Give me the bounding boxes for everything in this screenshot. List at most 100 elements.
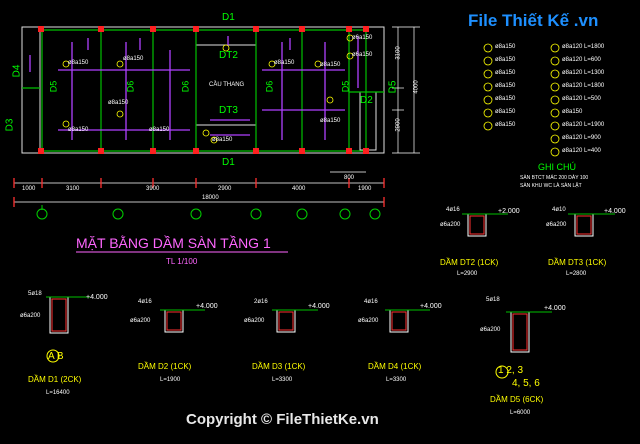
legend-item: ø8a120 L=500 [562, 96, 601, 102]
rebar-label: ø8a150 [274, 60, 295, 66]
section-name: DẦM DT3 (1CK) [548, 258, 607, 267]
note-title: GHI CHÚ [538, 162, 576, 172]
drawing-scale: TL 1/100 [166, 257, 198, 266]
section-top-bar: 4ø16 [446, 207, 460, 213]
section-top-bar: 2ø16 [254, 299, 268, 305]
section-stirrup: ø6a200 [244, 318, 265, 324]
section-name: DẦM D5 (6CK) [490, 395, 544, 404]
beam-label-d3: D3 [4, 118, 16, 132]
vbeam-label: D6 [180, 80, 191, 93]
rebar-label: ø8a150 [68, 127, 89, 133]
section-name: DẦM D2 (1CK) [138, 362, 192, 371]
right-dim: 2900 [395, 118, 402, 132]
section-tag: 1 2, 3 [498, 365, 524, 376]
legend-item: ø8a150 [495, 83, 516, 89]
section-stirrup: ø6a200 [480, 327, 501, 333]
note-line: SÀN KHU WC LÀ SÀN LẶT [520, 183, 582, 189]
section-level: +4.000 [196, 303, 218, 310]
logo: File Thiết Kế .vn [468, 11, 599, 30]
beam-label-d2: D2 [360, 95, 373, 106]
section-stirrup: ø6a200 [546, 222, 567, 228]
section-length: L=16400 [46, 390, 70, 396]
legend-item: ø8a150 [495, 109, 516, 115]
rebar-label: ø8a150 [108, 100, 129, 106]
section-top-bar: 4ø16 [138, 299, 152, 305]
section-length: L=3300 [272, 377, 293, 383]
bottom-dim: 4000 [292, 186, 306, 192]
bottom-dim: 2900 [218, 186, 232, 192]
note-line: SÀN BTCT MÁC 200 DÀY 100 [520, 175, 589, 181]
rebar-label: ø8a150 [320, 118, 341, 124]
plan-markers [62, 34, 354, 144]
section-top-bar: 5ø18 [486, 297, 500, 303]
legend-item: ø8a150 [495, 57, 516, 63]
vbeam-label: D5 [48, 80, 59, 93]
section-name: DẦM DT2 (1CK) [440, 258, 499, 267]
bottom-dim: 3900 [146, 186, 160, 192]
legend-item: ø8a120 L=1900 [562, 122, 605, 128]
axis-markers [36, 205, 381, 220]
section-name: DẦM D4 (1CK) [368, 362, 422, 371]
beam-label-top: D1 [222, 12, 235, 23]
vbeam-label: D5 [340, 80, 351, 93]
section-length: L=6000 [510, 410, 531, 416]
beam-label-bottom: D1 [222, 157, 235, 168]
drawing-title: MẶT BẰNG DẦM SÀN TẦNG 1 [76, 235, 271, 251]
section-name: DẦM D3 (1CK) [252, 362, 306, 371]
rebar-label: ø8a150 [123, 56, 144, 62]
rebar-label: ø8a150 [149, 127, 170, 133]
beam-lines [22, 29, 384, 152]
legend-item: ø8a150 [495, 70, 516, 76]
section-level: +4.000 [420, 303, 442, 310]
section-drawings [46, 213, 615, 379]
section-top-bar: 5ø18 [28, 291, 42, 297]
dim-800: 800 [344, 175, 355, 181]
legend-item: ø8a150 [495, 122, 516, 128]
right-dim: 4000 [413, 80, 420, 94]
section-level: +4.000 [544, 305, 566, 312]
bottom-dim: 1900 [358, 186, 372, 192]
legend-item: ø8a150 [562, 109, 583, 115]
stair-dt2: DT2 [219, 50, 238, 61]
legend-bubbles [483, 43, 560, 157]
rebar-label: ø8a150 [212, 137, 233, 143]
bottom-dimensions [14, 171, 384, 203]
stair-dt3: DT3 [219, 105, 238, 116]
section-stirrup: ø6a200 [130, 318, 151, 324]
section-length: L=3300 [386, 377, 407, 383]
section-level: +4.000 [604, 208, 626, 215]
stair-label: CẦU THANG [209, 82, 245, 88]
copyright: Copyright © FileThietKe.vn [186, 411, 379, 428]
legend-item: ø8a150 [495, 96, 516, 102]
legend-item: ø8a120 L=600 [562, 57, 601, 63]
bottom-dim: 3100 [66, 186, 80, 192]
bottom-dim: 1000 [22, 186, 36, 192]
section-level: +4.000 [308, 303, 330, 310]
beam-label-d4: D4 [11, 64, 23, 78]
legend-item: ø8a120 L=1800 [562, 44, 605, 50]
section-level: +2.000 [498, 208, 520, 215]
rebar-lines [29, 36, 359, 140]
section-length: L=2900 [457, 271, 478, 277]
rebar-label: ø6a150 [352, 52, 373, 58]
section-top-bar: 4ø10 [552, 207, 566, 213]
total-dim: 18000 [202, 195, 219, 201]
rebar-label: ø6a150 [352, 35, 373, 41]
section-top-bar: 4ø16 [364, 299, 378, 305]
section-length: L=2800 [566, 271, 587, 277]
rebar-label: ø8a150 [68, 60, 89, 66]
section-tag: A B [48, 351, 64, 362]
legend-item: ø8a120 L=900 [562, 135, 601, 141]
legend-item: ø8a120 L=400 [562, 148, 601, 154]
section-stirrup: ø6a200 [440, 222, 461, 228]
vbeam-label: D6 [125, 80, 136, 93]
section-stirrup: ø6a200 [358, 318, 379, 324]
section-stirrup: ø6a200 [20, 313, 41, 319]
section-level: +4.000 [86, 294, 108, 301]
section-name: DẦM D1 (2CK) [28, 375, 82, 384]
legend-item: ø8a120 L=1300 [562, 70, 605, 76]
beam-label-d5-right: D5 [387, 80, 399, 94]
columns [38, 26, 369, 154]
